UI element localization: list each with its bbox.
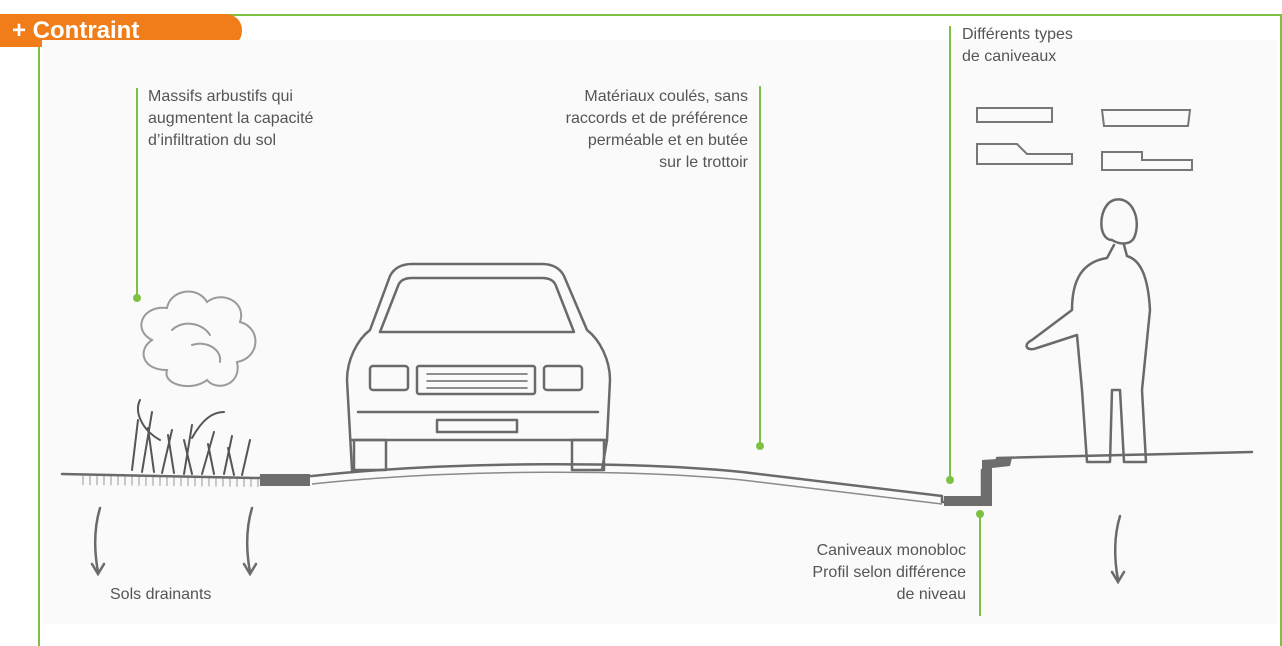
road-underside <box>311 471 943 505</box>
gutter-types-callout: Différents types de caniveaux <box>962 24 1073 68</box>
monobloc-gutter <box>944 458 1012 506</box>
materials-leader-dot <box>756 442 764 450</box>
shrub-sketch <box>140 290 257 388</box>
soils-callout: Sols drainants <box>110 586 212 603</box>
materials-callout-line-3: perméable et en butée <box>587 132 748 149</box>
materials-callout-line-4: sur le trottoir <box>659 154 748 171</box>
gutter-types-leader-dot <box>946 476 954 484</box>
frame-right-border <box>1280 14 1282 646</box>
shrubs-callout: Massifs arbustifs qui augmentent la capa… <box>148 86 313 152</box>
monobloc-callout: Caniveaux monobloc Profil selon différen… <box>730 540 966 606</box>
materials-leader <box>759 86 761 446</box>
grass-sketch <box>131 399 251 476</box>
materials-callout: Matériaux coulés, sans raccords et de pr… <box>500 86 748 174</box>
left-gutter <box>260 474 310 486</box>
gutter-types-leader <box>949 26 951 480</box>
ground-line <box>60 450 1254 504</box>
monobloc-callout-line-1: Caniveaux monobloc <box>816 542 966 559</box>
gutter-profile-sketches <box>976 107 1193 171</box>
shrubs-callout-line-2: augmentent la capacité <box>148 110 314 127</box>
monobloc-callout-line-2: Profil selon différence <box>812 564 966 581</box>
materials-callout-line-1: Matériaux coulés, sans <box>584 88 748 105</box>
monobloc-callout-line-3: de niveau <box>896 586 966 603</box>
frame-top-border <box>200 14 1282 16</box>
frame-left-border <box>38 40 40 646</box>
drainage-arrows <box>90 506 1126 585</box>
shrubs-callout-line-3: d’infiltration du sol <box>148 132 277 149</box>
materials-callout-line-2: raccords et de préférence <box>565 110 748 127</box>
car-sketch <box>345 262 612 472</box>
gutter-types-callout-line-2: de caniveaux <box>962 48 1057 65</box>
monobloc-leader <box>979 514 981 616</box>
street-section-sketch <box>42 40 1278 624</box>
gutter-types-callout-line-1: Différents types <box>962 26 1073 43</box>
shrubs-leader <box>136 88 138 298</box>
person-sketch <box>1025 198 1152 464</box>
shrubs-callout-line-1: Massifs arbustifs qui <box>148 88 293 105</box>
shrubs-leader-dot <box>133 294 141 302</box>
